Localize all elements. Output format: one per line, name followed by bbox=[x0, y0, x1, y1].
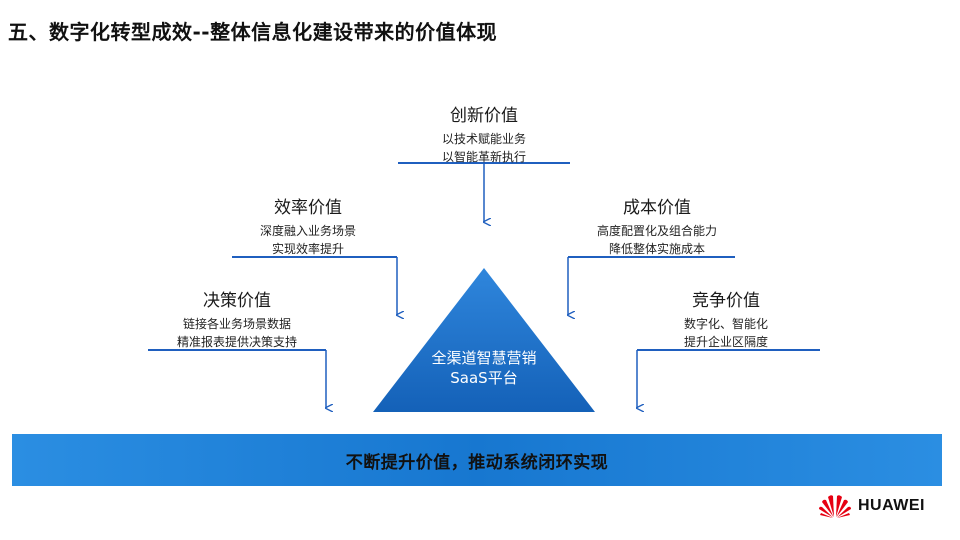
cost-desc-2: 降低整体实施成本 bbox=[608, 242, 705, 256]
efficiency-connector bbox=[232, 256, 397, 315]
decision-connector bbox=[148, 349, 326, 408]
platform-line-1: 全渠道智慧营销 bbox=[431, 349, 537, 367]
cost-desc-1: 高度配置化及组合能力 bbox=[596, 224, 717, 238]
platform-line-2: SaaS平台 bbox=[450, 369, 518, 387]
decision-title: 决策价值 bbox=[203, 291, 271, 311]
platform-triangle bbox=[373, 268, 595, 412]
page-title: 五、数字化转型成效--整体信息化建设带来的价值体现 bbox=[8, 20, 498, 44]
huawei-flower-icon bbox=[819, 495, 851, 518]
innovation-desc-2: 以智能革新执行 bbox=[441, 150, 526, 164]
innovation-value: 创新价值 以技术赋能业务 以智能革新执行 bbox=[384, 101, 584, 166]
competition-desc-1: 数字化、智能化 bbox=[683, 317, 768, 331]
efficiency-value: 效率价值 深度融入业务场景 实现效率提升 bbox=[208, 193, 408, 258]
innovation-connector bbox=[398, 162, 570, 222]
platform-label: 全渠道智慧营销 SaaS平台 bbox=[384, 348, 584, 388]
efficiency-desc-2: 实现效率提升 bbox=[271, 242, 344, 256]
cost-connector bbox=[568, 256, 735, 315]
decision-value: 决策价值 链接各业务场景数据 精准报表提供决策支持 bbox=[137, 286, 337, 351]
competition-title: 竞争价值 bbox=[692, 291, 760, 311]
efficiency-title: 效率价值 bbox=[274, 198, 342, 218]
brand-wordmark: HUAWEI bbox=[858, 497, 925, 514]
decision-desc-2: 精准报表提供决策支持 bbox=[176, 335, 297, 349]
innovation-title: 创新价值 bbox=[450, 106, 518, 126]
huawei-logo: HUAWEI bbox=[818, 493, 925, 519]
efficiency-desc-1: 深度融入业务场景 bbox=[259, 224, 356, 238]
cost-title: 成本价值 bbox=[623, 198, 691, 218]
competition-connector bbox=[637, 349, 820, 408]
competition-desc-2: 提升企业区隔度 bbox=[683, 335, 768, 349]
decision-desc-1: 链接各业务场景数据 bbox=[182, 317, 291, 331]
summary-banner: 不断提升价值，推动系统闭环实现 bbox=[12, 434, 942, 486]
cost-value: 成本价值 高度配置化及组合能力 降低整体实施成本 bbox=[557, 193, 757, 258]
competition-value: 竞争价值 数字化、智能化 提升企业区隔度 bbox=[626, 286, 826, 351]
innovation-desc-1: 以技术赋能业务 bbox=[441, 132, 526, 146]
summary-banner-text: 不断提升价值，推动系统闭环实现 bbox=[345, 452, 609, 473]
